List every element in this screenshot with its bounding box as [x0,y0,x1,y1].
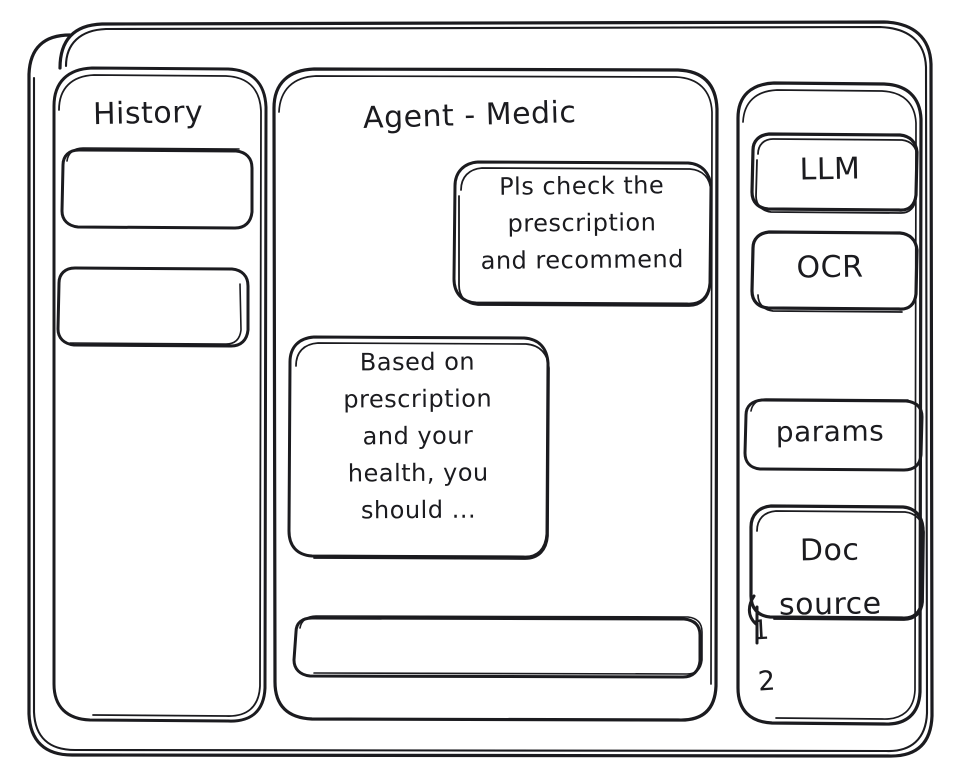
history-panel-title: History [92,94,204,133]
agent-panel-title: Agent - Medic [362,95,577,136]
assistant-message-bubble: Based on prescription and your health, y… [343,347,493,525]
doc-source-item-1[interactable]: 1 [751,614,771,647]
history-item-1[interactable] [56,148,256,230]
tool-button-doc-source[interactable]: Doc source [778,532,882,623]
doc-source-item-2[interactable]: 2 [756,665,777,698]
message-composer-input[interactable] [294,616,702,678]
tool-button-params[interactable]: params [775,414,885,449]
user-message-bubble: Pls check the prescription and recommend [480,171,685,275]
tool-ocr-stroke-2 [757,294,903,313]
history-item-2[interactable] [52,266,252,348]
tool-button-llm[interactable]: LLM [799,151,861,188]
tool-button-ocr[interactable]: OCR [796,249,864,286]
tool-params-stroke-2 [750,398,909,412]
